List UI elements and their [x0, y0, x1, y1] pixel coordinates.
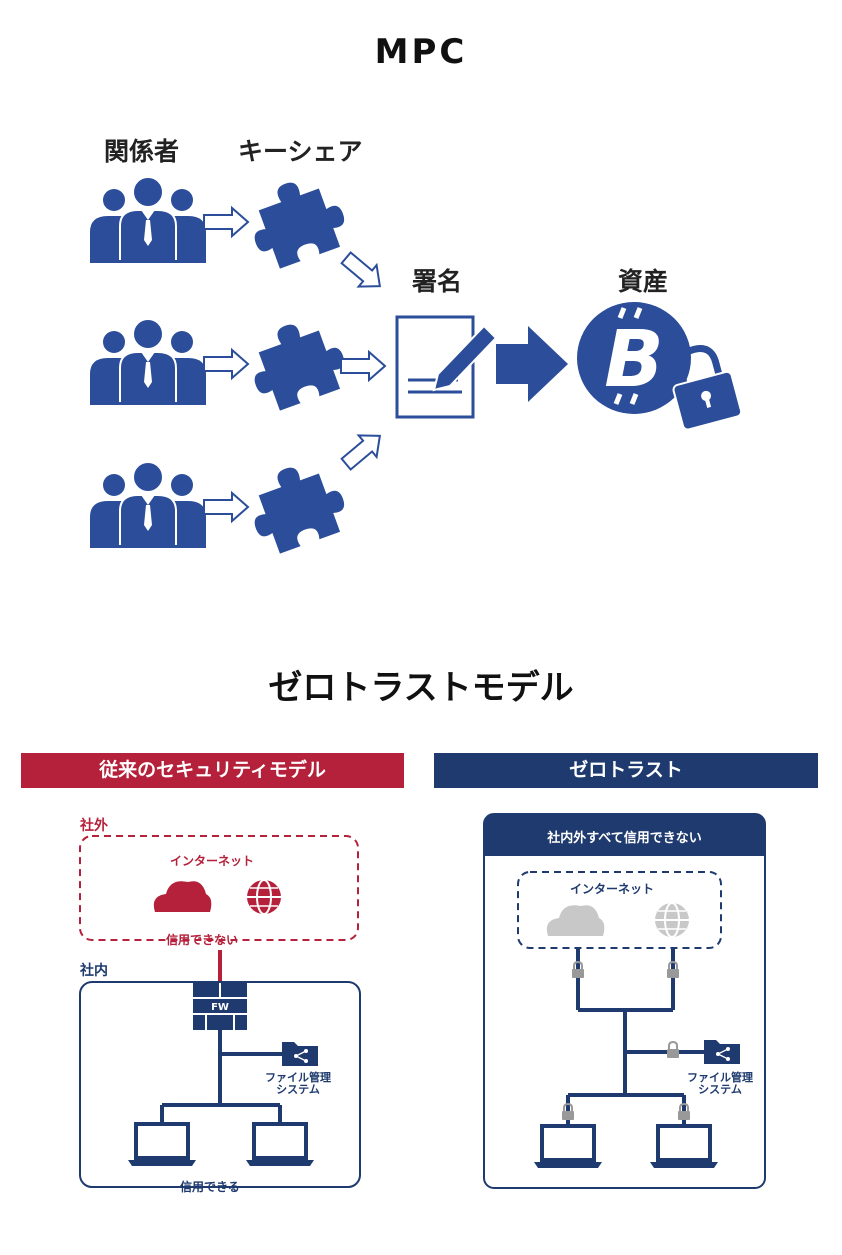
mpc-diagram: B	[89, 168, 743, 559]
right-internet-label: インターネット	[570, 882, 655, 896]
fw-text: FW	[211, 1002, 229, 1013]
globe-icon	[247, 879, 281, 915]
right-header-label: 社内外すべて信用できない	[547, 831, 702, 846]
bitcoin-coin-icon: B	[577, 302, 691, 414]
mpc-title: MPC	[374, 32, 468, 72]
laptop-icon	[126, 1122, 198, 1168]
traditional-model-banner: 従来のセキュリティモデル	[21, 753, 404, 788]
cloud-icon	[546, 905, 605, 936]
document-pen-icon	[395, 315, 498, 419]
keyshare-label: キーシェア	[238, 137, 363, 166]
cloud-icon	[153, 881, 212, 912]
zero-trust-banner: ゼロトラスト	[434, 753, 818, 788]
left-internet-label: インターネット	[170, 854, 255, 868]
svg-text:B: B	[604, 315, 663, 405]
untrusted-label: 信用できない	[160, 931, 245, 948]
right-file-system-label-1: ファイル管理	[687, 1071, 753, 1084]
right-header-bar	[484, 814, 765, 856]
laptop-icon	[532, 1124, 604, 1170]
outside-label: 社外	[80, 818, 108, 834]
laptop-icon	[648, 1124, 720, 1170]
firewall-icon: FW	[193, 983, 247, 1030]
globe-icon	[655, 902, 689, 938]
inside-label: 社内	[80, 963, 108, 979]
padlock-icon	[672, 345, 743, 431]
asset-label: 資産	[618, 267, 669, 296]
laptop-icon	[244, 1122, 316, 1168]
signature-label: 署名	[412, 267, 463, 296]
left-file-system-label-2: システム	[276, 1083, 320, 1096]
folder-share-icon	[703, 1039, 741, 1065]
stakeholders-label: 関係者	[104, 137, 180, 166]
left-file-system-label-1: ファイル管理	[265, 1071, 331, 1084]
right-file-system-label-2: システム	[698, 1083, 742, 1096]
folder-share-icon	[281, 1041, 319, 1067]
zero-trust-title: ゼロトラストモデル	[268, 668, 574, 708]
padlock-icon	[666, 1041, 680, 1059]
